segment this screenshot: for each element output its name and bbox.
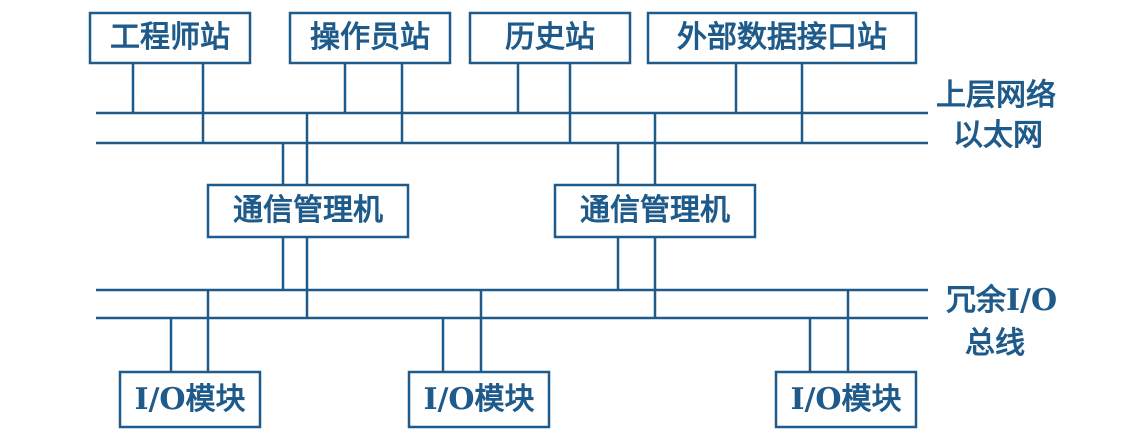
io-module-3-label: I/O模块 (790, 382, 901, 417)
io-bus-label-2: 总线 (965, 326, 1025, 361)
io-module-2-label: I/O模块 (423, 382, 534, 417)
station-operator-label: 操作员站 (310, 20, 430, 55)
comm-manager-left: 通信管理机 (206, 183, 410, 239)
comm-manager-right-label: 通信管理机 (580, 193, 730, 228)
station-operator: 操作员站 (288, 11, 452, 65)
io-module-2: I/O模块 (407, 370, 551, 429)
comm-manager-left-label: 通信管理机 (233, 193, 383, 228)
station-external-interface: 外部数据接口站 (646, 11, 918, 65)
io-bus-label-1: 冗余I/O (946, 283, 1057, 318)
upper-network-label-1: 上层网络 (936, 78, 1056, 113)
comm-manager-io-connectors (281, 237, 657, 318)
station-engineer: 工程师站 (88, 11, 252, 65)
upper-network-label-2: 以太网 (953, 118, 1043, 153)
station-external-interface-label: 外部数据接口站 (677, 20, 887, 55)
io-module-1-label: I/O模块 (134, 382, 245, 417)
comm-manager-right: 通信管理机 (553, 183, 757, 239)
io-module-3: I/O模块 (774, 370, 918, 429)
io-module-1: I/O模块 (118, 370, 262, 429)
comm-manager-upper-connectors (281, 113, 657, 185)
io-bus (96, 288, 928, 320)
station-engineer-label: 工程师站 (110, 20, 230, 55)
station-history-label: 历史站 (505, 20, 595, 55)
station-connectors (131, 63, 804, 143)
io-module-connectors (169, 290, 850, 372)
station-history: 历史站 (468, 11, 632, 65)
upper-network-bus (96, 111, 928, 145)
